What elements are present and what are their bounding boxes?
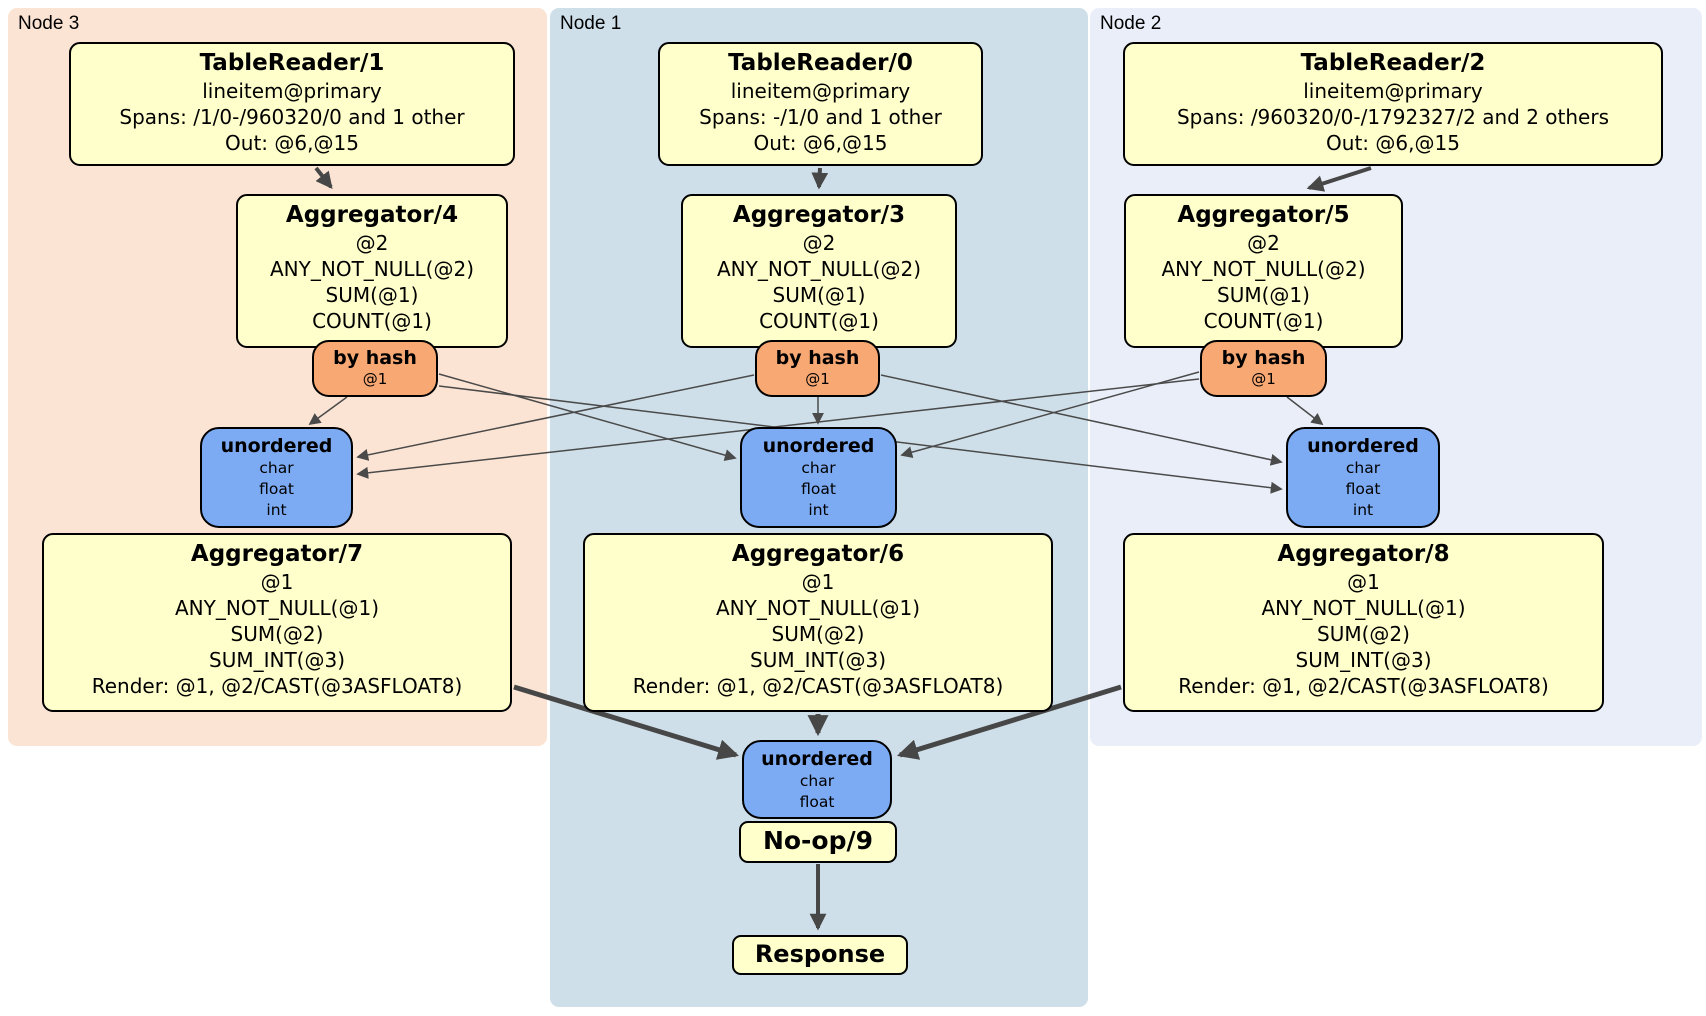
- tablereader-0-index: lineitem@primary: [730, 79, 911, 103]
- aggregator-8-fn: SUM(@2): [1317, 622, 1410, 646]
- aggregator-4-fn: COUNT(@1): [312, 309, 432, 333]
- hash-router-node1-key: @1: [805, 370, 830, 388]
- sync-type: char: [799, 772, 835, 790]
- aggregator-7-box: Aggregator/7 @1 ANY_NOT_NULL(@1) SUM(@2)…: [42, 533, 512, 712]
- sync-type: float: [799, 793, 835, 811]
- aggregator-5-box: Aggregator/5 @2 ANY_NOT_NULL(@2) SUM(@1)…: [1124, 194, 1403, 348]
- aggregator-8-fn: ANY_NOT_NULL(@1): [1261, 596, 1466, 620]
- unordered-sync-node2-label: unordered: [1307, 435, 1419, 457]
- hash-router-node3: by hash @1: [312, 340, 438, 397]
- aggregator-3-title: Aggregator/3: [732, 202, 906, 228]
- aggregator-8-render: Render: @1, @2/CAST(@3ASFLOAT8): [1178, 674, 1549, 698]
- aggregator-5-fn: SUM(@1): [1217, 283, 1310, 307]
- unordered-sync-node1-label: unordered: [762, 435, 875, 457]
- aggregator-7-fn: SUM(@2): [230, 622, 324, 646]
- sync-type: float: [801, 480, 836, 498]
- final-unordered-sync: unordered char float: [742, 740, 892, 819]
- aggregator-6-fn: ANY_NOT_NULL(@1): [716, 596, 920, 620]
- aggregator-7-fn: SUM_INT(@3): [209, 648, 345, 672]
- tablereader-1-out: Out: @6,@15: [225, 131, 359, 155]
- hash-router-node3-key: @1: [362, 370, 388, 388]
- sync-type: int: [266, 501, 287, 519]
- aggregator-6-fn: SUM(@2): [771, 622, 865, 646]
- hash-router-node1: by hash @1: [755, 340, 880, 397]
- tablereader-1-index: lineitem@primary: [202, 79, 382, 103]
- tablereader-0-box: TableReader/0 lineitem@primary Spans: -/…: [658, 42, 983, 166]
- hash-router-node2-key: @1: [1251, 370, 1276, 388]
- sync-type: float: [1345, 480, 1381, 498]
- aggregator-4-fn: ANY_NOT_NULL(@2): [270, 257, 474, 281]
- sync-type: int: [1352, 501, 1374, 519]
- aggregator-3-fn: SUM(@1): [772, 283, 866, 307]
- aggregator-8-box: Aggregator/8 @1 ANY_NOT_NULL(@1) SUM(@2)…: [1123, 533, 1604, 712]
- aggregator-6-render: Render: @1, @2/CAST(@3ASFLOAT8): [632, 674, 1004, 698]
- tablereader-0-out: Out: @6,@15: [753, 131, 888, 155]
- tablereader-2-title: TableReader/2: [1300, 50, 1486, 76]
- aggregator-6-group: @1: [801, 570, 835, 594]
- tablereader-0-spans: Spans: -/1/0 and 1 other: [699, 105, 942, 129]
- response-box: Response: [732, 935, 908, 975]
- tablereader-1-box: TableReader/1 lineitem@primary Spans: /1…: [69, 42, 515, 166]
- node3-label: Node 3: [18, 13, 80, 34]
- aggregator-4-title: Aggregator/4: [285, 202, 459, 228]
- sync-type: char: [801, 459, 836, 477]
- tablereader-1-title: TableReader/1: [199, 50, 385, 76]
- aggregator-6-title: Aggregator/6: [731, 541, 905, 567]
- hash-router-node2: by hash @1: [1200, 340, 1327, 397]
- aggregator-7-fn: ANY_NOT_NULL(@1): [175, 596, 379, 620]
- aggregator-3-fn: COUNT(@1): [759, 309, 879, 333]
- aggregator-5-group: @2: [1247, 231, 1280, 255]
- aggregator-5-fn: COUNT(@1): [1203, 309, 1324, 333]
- unordered-sync-node1: unordered char float int: [740, 427, 897, 528]
- tablereader-2-index: lineitem@primary: [1303, 79, 1483, 103]
- sync-type: char: [259, 459, 294, 477]
- aggregator-3-group: @2: [802, 231, 836, 255]
- aggregator-3-box: Aggregator/3 @2 ANY_NOT_NULL(@2) SUM(@1)…: [681, 194, 957, 348]
- sync-type: int: [808, 501, 829, 519]
- aggregator-5-fn: ANY_NOT_NULL(@2): [1161, 257, 1366, 281]
- aggregator-5-title: Aggregator/5: [1177, 202, 1350, 228]
- aggregator-6-fn: SUM_INT(@3): [750, 648, 886, 672]
- aggregator-4-box: Aggregator/4 @2 ANY_NOT_NULL(@2) SUM(@1)…: [236, 194, 508, 348]
- noop-9-box: No-op/9: [739, 821, 897, 863]
- node2-label: Node 2: [1100, 13, 1162, 34]
- aggregator-7-title: Aggregator/7: [190, 541, 364, 567]
- node1-label: Node 1: [560, 13, 622, 34]
- hash-router-node1-label: by hash: [775, 347, 860, 369]
- aggregator-4-group: @2: [355, 231, 389, 255]
- final-unordered-sync-label: unordered: [761, 748, 873, 770]
- sync-type: char: [1345, 459, 1381, 477]
- aggregator-7-render: Render: @1, @2/CAST(@3ASFLOAT8): [91, 674, 463, 698]
- tablereader-2-spans: Spans: /960320/0-/1792327/2 and 2 others: [1176, 105, 1609, 129]
- tablereader-1-spans: Spans: /1/0-/960320/0 and 1 other: [119, 105, 465, 129]
- hash-router-node2-label: by hash: [1221, 347, 1306, 369]
- sync-type: float: [259, 480, 294, 498]
- tablereader-2-out: Out: @6,@15: [1326, 131, 1460, 155]
- aggregator-8-title: Aggregator/8: [1277, 541, 1450, 567]
- aggregator-6-box: Aggregator/6 @1 ANY_NOT_NULL(@1) SUM(@2)…: [583, 533, 1053, 712]
- tablereader-0-title: TableReader/0: [728, 50, 913, 76]
- tablereader-2-box: TableReader/2 lineitem@primary Spans: /9…: [1123, 42, 1663, 166]
- aggregator-7-group: @1: [260, 570, 294, 594]
- aggregator-8-group: @1: [1347, 570, 1380, 594]
- unordered-sync-node3: unordered char float int: [200, 427, 353, 528]
- aggregator-4-fn: SUM(@1): [325, 283, 419, 307]
- unordered-sync-node2: unordered char float int: [1286, 427, 1440, 528]
- hash-router-node3-label: by hash: [333, 347, 417, 369]
- aggregator-3-fn: ANY_NOT_NULL(@2): [717, 257, 921, 281]
- aggregator-8-fn: SUM_INT(@3): [1295, 648, 1432, 672]
- unordered-sync-node3-label: unordered: [220, 435, 333, 457]
